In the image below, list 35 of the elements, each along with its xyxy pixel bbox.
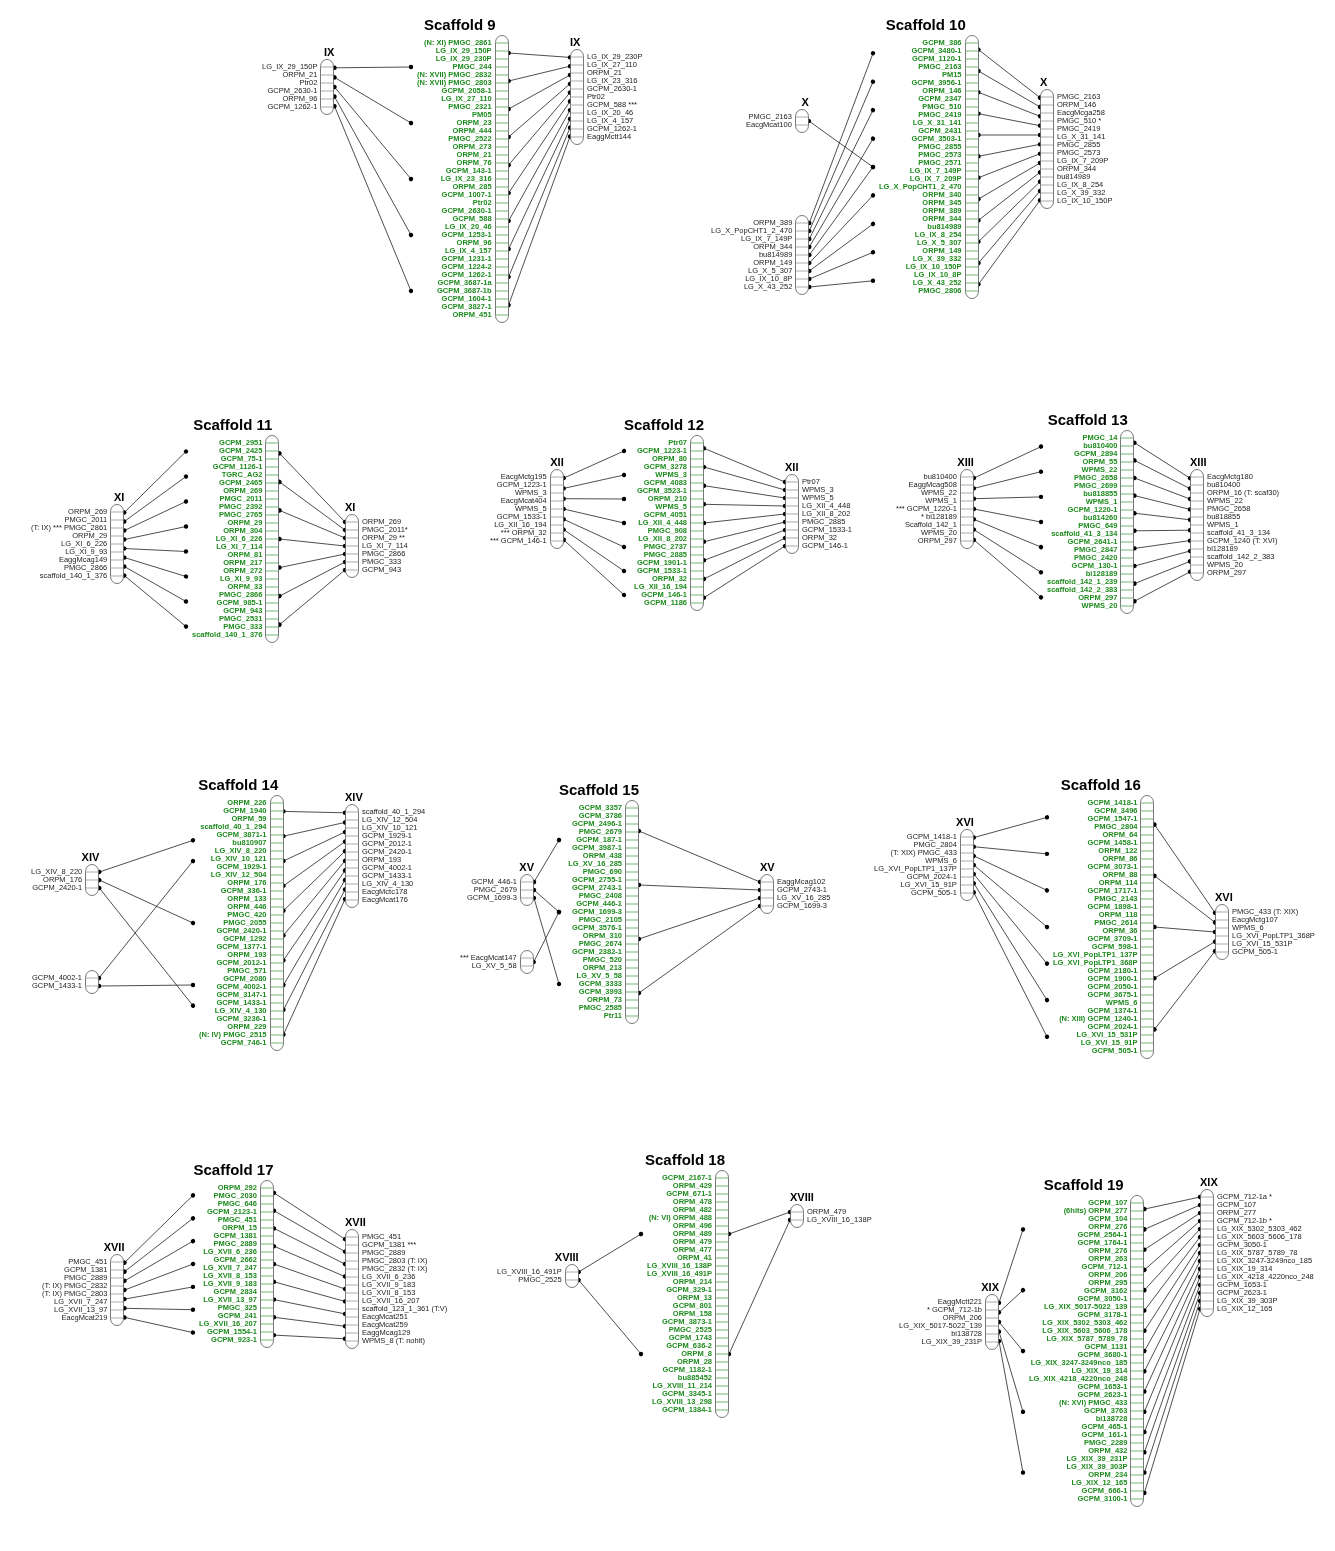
scaffold-title: Scaffold 14: [198, 775, 279, 795]
scaffold-title: Scaffold 16: [1060, 775, 1141, 795]
linkage-group-label: XV: [519, 860, 535, 874]
linkage-group-label: XIV: [345, 790, 363, 804]
linkage-group-label: XI: [345, 500, 356, 514]
scaffold-title: Scaffold 17: [193, 1160, 274, 1180]
scaffold-title: Scaffold 15: [559, 780, 640, 800]
linkage-group-label: XVI: [1215, 890, 1233, 904]
linkage-group-label: XII: [550, 455, 564, 469]
linkage-group-label: XVIII: [790, 1190, 814, 1204]
linkage-group-label: XVI: [956, 815, 974, 829]
linkage-group-label: XVII: [345, 1215, 366, 1229]
linkage-group-label: XIX: [1200, 1175, 1218, 1189]
scaffold-title: Scaffold 11: [193, 415, 273, 435]
linkage-group-label: IX: [324, 45, 335, 59]
linkage-group-label: XV: [760, 860, 775, 874]
linkage-group-label: XII: [785, 460, 799, 474]
linkage-group-label: XVIII: [554, 1250, 579, 1264]
scaffold-title: Scaffold 12: [624, 415, 705, 435]
connector-line: [96, 982, 196, 989]
scaffold-title: Scaffold 9: [423, 15, 496, 35]
linkage-group-label: IX: [570, 35, 581, 49]
linkage-group-label: X: [801, 95, 809, 109]
linkage-group-label: XIII: [1190, 455, 1207, 469]
scaffold-title: Scaffold 18: [645, 1150, 726, 1170]
scaffold-title: Scaffold 10: [885, 15, 966, 35]
scaffold-title: Scaffold 19: [1043, 1175, 1124, 1195]
linkage-group-label: X: [1040, 75, 1048, 89]
linkage-group-label: XIII: [957, 455, 974, 469]
connector-line: [332, 64, 414, 70]
linkage-group-label: XVII: [103, 1240, 125, 1254]
linkage-group-label: XI: [113, 490, 125, 504]
scaffold-title: Scaffold 13: [1047, 410, 1128, 430]
linkage-group-label: XIV: [81, 850, 100, 864]
linkage-group-label: XIX: [981, 1280, 999, 1294]
